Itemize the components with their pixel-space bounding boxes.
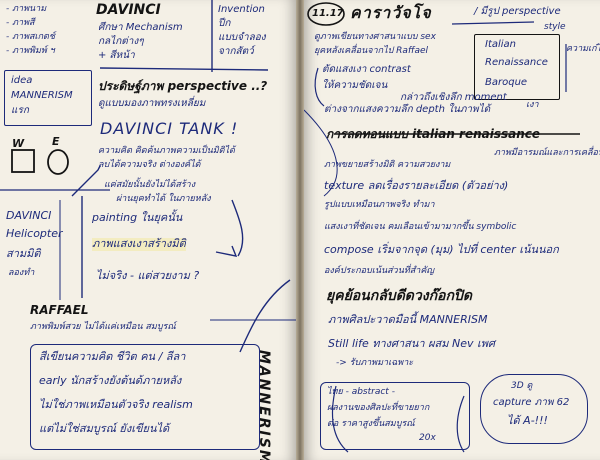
mannerism-notes-box: สีเขียนความคิด ชีวิต คน / ลีลา early นัก… xyxy=(30,344,260,450)
invention-note: แบบจำลอง xyxy=(218,32,266,43)
intro-note: ยุคหลังเคลื่อนจากไป Raffael xyxy=(314,46,428,56)
contrast-note: ให้ความชัดเจน xyxy=(322,80,388,91)
style-italian: Italian xyxy=(485,39,517,50)
abstract-note: ผลงานของศิลปะที่ขายยาก xyxy=(327,403,430,413)
tank-note: ลบได้ความจริง ต่างองค์ได้ xyxy=(98,160,201,170)
perspective-sub: ดูแบบมองภาพทรงเหลี่ยม xyxy=(98,98,206,109)
box-note: ไม่ใช่ภาพเหมือนตัวจริง realism xyxy=(39,398,193,411)
capture-note: capture ภาพ 62 xyxy=(493,397,570,408)
notebook-gutter xyxy=(296,0,304,460)
box-note: แต่ไม่ใช่สมบูรณ์ ยังเขียนได้ xyxy=(39,422,170,435)
raffael-note: ภาพพิมพ์สวย ไม่ได้แค่เหมือน สมบูรณ์ xyxy=(30,322,176,332)
intro-note: ดูภาพเขียนทางศาสนาแบบ sex xyxy=(314,32,436,42)
contrast-note: กล่าวถึงเชิงลึก moment xyxy=(400,92,507,103)
texture-note: texture ลดเรื่องรายละเอียด (ตัวอย่าง) xyxy=(324,179,509,192)
symbol-w: W xyxy=(12,137,25,150)
capture-note: 3D ดู xyxy=(511,381,533,391)
left-list-item: - ภาพสี xyxy=(6,18,35,28)
idea-box: idea MANNERISM แรก xyxy=(4,70,92,126)
right-notebook-page: 11.17 คาราวัจโจ / มีรูป perspective styl… xyxy=(304,0,600,460)
style-baroque: Baroque xyxy=(485,77,528,88)
helicopter-note: DAVINCI xyxy=(6,209,52,222)
arrow-note: แค่สมัยนั้นยังไม่ได้สร้าง xyxy=(104,180,196,190)
davinci-note: กลไกต่างๆ xyxy=(98,36,144,47)
raffael-heading: RAFFAEL xyxy=(30,303,89,317)
box-note: early นักสร้างยังต้นด้ภายหลัง xyxy=(39,374,182,387)
invention-note: จากสัตว์ xyxy=(218,46,254,57)
painting-note: ไม่จริง - แต่สวยงาม ? xyxy=(96,269,200,282)
helicopter-note: Helicopter xyxy=(6,227,63,240)
davinci-tank-heading: DAVINCI TANK ! xyxy=(100,119,239,138)
italian-side-note: ภาพมีอารมณ์และการเคลื่อนไหว xyxy=(494,148,600,158)
left-list-item: - ภาพพิมพ์ ฯ xyxy=(6,46,55,56)
style-side-note: เงา xyxy=(526,100,539,110)
abstract-note-box: ไทย - abstract - ผลงานของศิลปะที่ขายยาก … xyxy=(320,382,470,450)
entry-date: 11.17 xyxy=(312,8,344,19)
mannerism-note: ภาพศิลปะวาดมือนี้ MANNERISM xyxy=(328,313,488,326)
contrast-note: ต่างจากแสงความลึก depth ในภาพได้ xyxy=(324,104,491,115)
tank-note: ความคิด คิดค้นภาพความเป็นมิติได้ xyxy=(98,146,235,156)
style-side-note: ความเก๋ไก๋ xyxy=(566,44,600,54)
painting-note: painting ในยุคนั้น xyxy=(92,211,183,224)
title-note: / มีรูป perspective xyxy=(474,6,561,17)
symbol-e: E xyxy=(52,135,60,148)
still-life-sub: -> รับภาพมาเฉพาะ xyxy=(336,358,414,368)
abstract-note: ไทย - abstract - xyxy=(327,387,395,397)
arrow-note: ผ่านยุคทำได้ ในภายหลัง xyxy=(116,194,211,204)
capture-note-box: 3D ดู capture ภาพ 62 ได้ A-!!! xyxy=(480,374,588,444)
painting-note: ภาพแสงเงาสร้างมิติ xyxy=(92,237,186,251)
italian-heading: การลดทอนแบบ italian renaissance xyxy=(326,127,541,141)
still-life-note: Still life ทางศาสนา ผสม Nev เพศ xyxy=(328,337,495,350)
mannerism-side-label: MANNERISM xyxy=(256,350,272,460)
invention-note: ปีก xyxy=(218,18,231,29)
left-page-strokes xyxy=(0,0,296,353)
abstract-note: 20x xyxy=(419,433,436,443)
contrast-note: ตัดแสงเงา contrast xyxy=(322,64,411,75)
page-title: คาราวัจโจ xyxy=(350,3,432,22)
left-list-item: - ภาพสเกตช์ xyxy=(6,32,55,42)
helicopter-note: ลองทำ xyxy=(8,268,35,278)
compose-note: compose เริ่มจากจุด (มุม) ไปที่ center เ… xyxy=(324,243,559,256)
davinci-note: + สีหน้า xyxy=(98,50,135,61)
symbolic-note: แสงเงาที่ชัดเจน คมเลือนเข้ามามากขึ้น sym… xyxy=(324,222,517,232)
left-notebook-page: - ภาพนาม - ภาพสี - ภาพสเกตช์ - ภาพพิมพ์ … xyxy=(0,0,296,460)
davinci-note: ศึกษา Mechanism xyxy=(98,22,183,33)
italian-note: ภาพขยายสร้างมิติ ความสวยงาม xyxy=(324,160,451,170)
mannerism-label: MANNERISM xyxy=(11,90,73,101)
left-list-item: - ภาพนาม xyxy=(6,4,47,14)
yuk-heading: ยุคย้อนกลับดีดวงก๊อกปิด xyxy=(326,288,472,304)
style-renaissance: Renaissance xyxy=(485,57,548,68)
style-label: style xyxy=(544,22,566,32)
idea-sub-label: แรก xyxy=(11,105,29,116)
style-box: Italian Renaissance Baroque xyxy=(474,34,560,100)
compose-sub: องค์ประกอบเน้นส่วนที่สำคัญ xyxy=(324,266,435,276)
box-note: สีเขียนความคิด ชีวิต คน / ลีลา xyxy=(39,350,186,363)
invention-note: Invention xyxy=(218,4,265,15)
helicopter-note: สามมิติ xyxy=(6,247,41,260)
abstract-note: ต่อ ราคาสูงขึ้นสมบูรณ์ xyxy=(327,419,415,429)
idea-label: idea xyxy=(11,75,33,86)
heading-davinci: DAVINCI xyxy=(96,2,161,18)
right-page-strokes xyxy=(304,2,580,453)
capture-note: ได้ A-!!! xyxy=(507,414,548,427)
perspective-heading: ประดิษฐ์ภาพ perspective ..? xyxy=(98,79,268,93)
texture-sub: รูปแบบเหมือนภาพจริง ทำมา xyxy=(324,200,435,210)
